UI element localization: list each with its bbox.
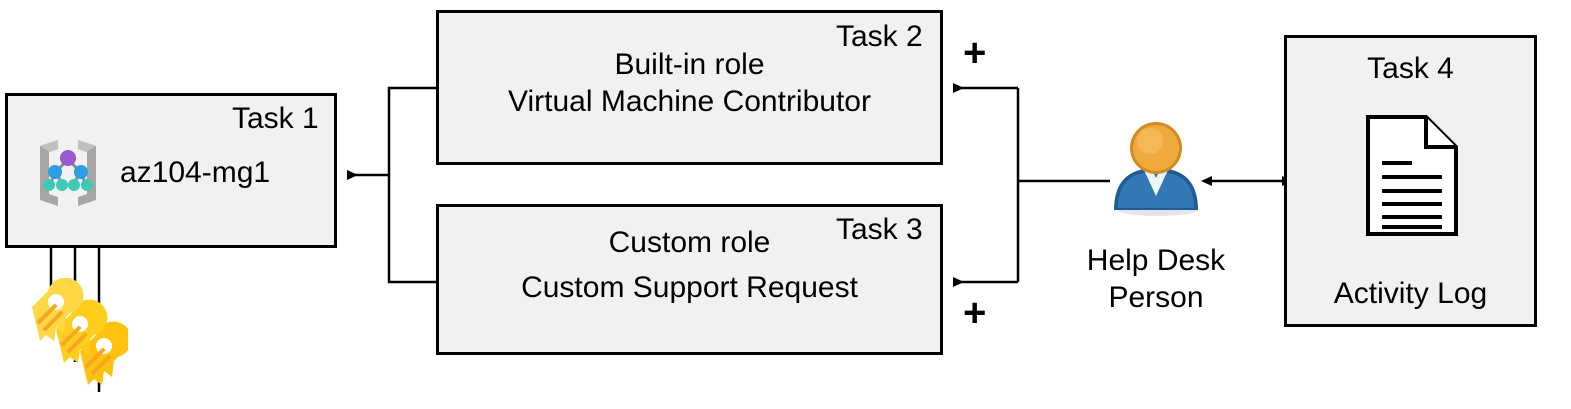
task3-box[interactable] [436,204,943,355]
task2-line1: Built-in role [614,48,765,81]
help-desk-person-icon [1104,118,1208,218]
plus-top: + [963,31,987,75]
key-3 [80,321,132,385]
task4-label: Activity Log [1333,277,1488,310]
help-desk-person-label-line1: Help Desk [1086,244,1226,277]
task2-line2: Virtual Machine Contributor [508,85,871,118]
document-icon [1364,113,1460,238]
task1-tag: Task 1 [232,102,319,135]
keys-icon [18,277,132,409]
task3-line2: Custom Support Request [521,271,858,304]
key-1 [32,277,84,341]
task3-tag: Task 3 [836,213,923,246]
plus-bottom: + [963,291,987,335]
task2-tag: Task 2 [836,20,923,53]
help-desk-person-label-line2: Person [1108,281,1204,314]
key-2 [56,299,108,363]
task1-box[interactable] [5,93,337,248]
task1-label: az104-mg1 [120,156,271,189]
task2-task3-to-task1-connector [347,86,436,284]
management-group-icon [28,134,108,210]
task2-box[interactable] [436,10,943,165]
task3-line1: Custom role [608,226,771,259]
task4-tag: Task 4 [1367,52,1454,85]
